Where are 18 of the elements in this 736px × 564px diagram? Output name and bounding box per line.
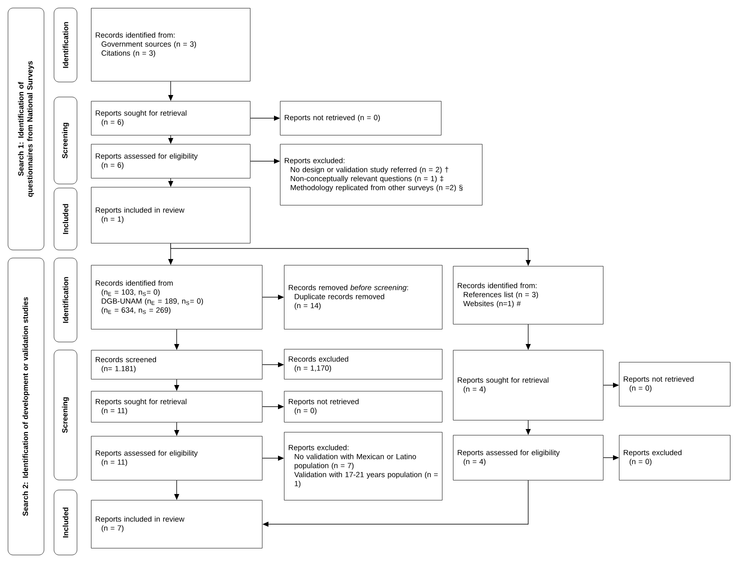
arrow xyxy=(262,294,284,300)
arrow xyxy=(526,324,531,350)
arrow xyxy=(250,158,280,164)
arrow xyxy=(170,243,531,266)
arrow xyxy=(168,135,174,144)
arrow xyxy=(168,178,174,187)
arrow xyxy=(262,362,284,368)
arrow xyxy=(262,404,284,410)
arrow xyxy=(168,81,174,101)
arrow xyxy=(174,329,180,350)
arrow xyxy=(250,116,280,121)
arrow xyxy=(262,456,284,461)
arrow xyxy=(526,420,531,435)
arrow xyxy=(174,422,180,436)
arrow xyxy=(603,382,619,388)
arrow xyxy=(174,480,180,500)
arrow xyxy=(174,379,180,391)
arrow xyxy=(603,455,619,460)
